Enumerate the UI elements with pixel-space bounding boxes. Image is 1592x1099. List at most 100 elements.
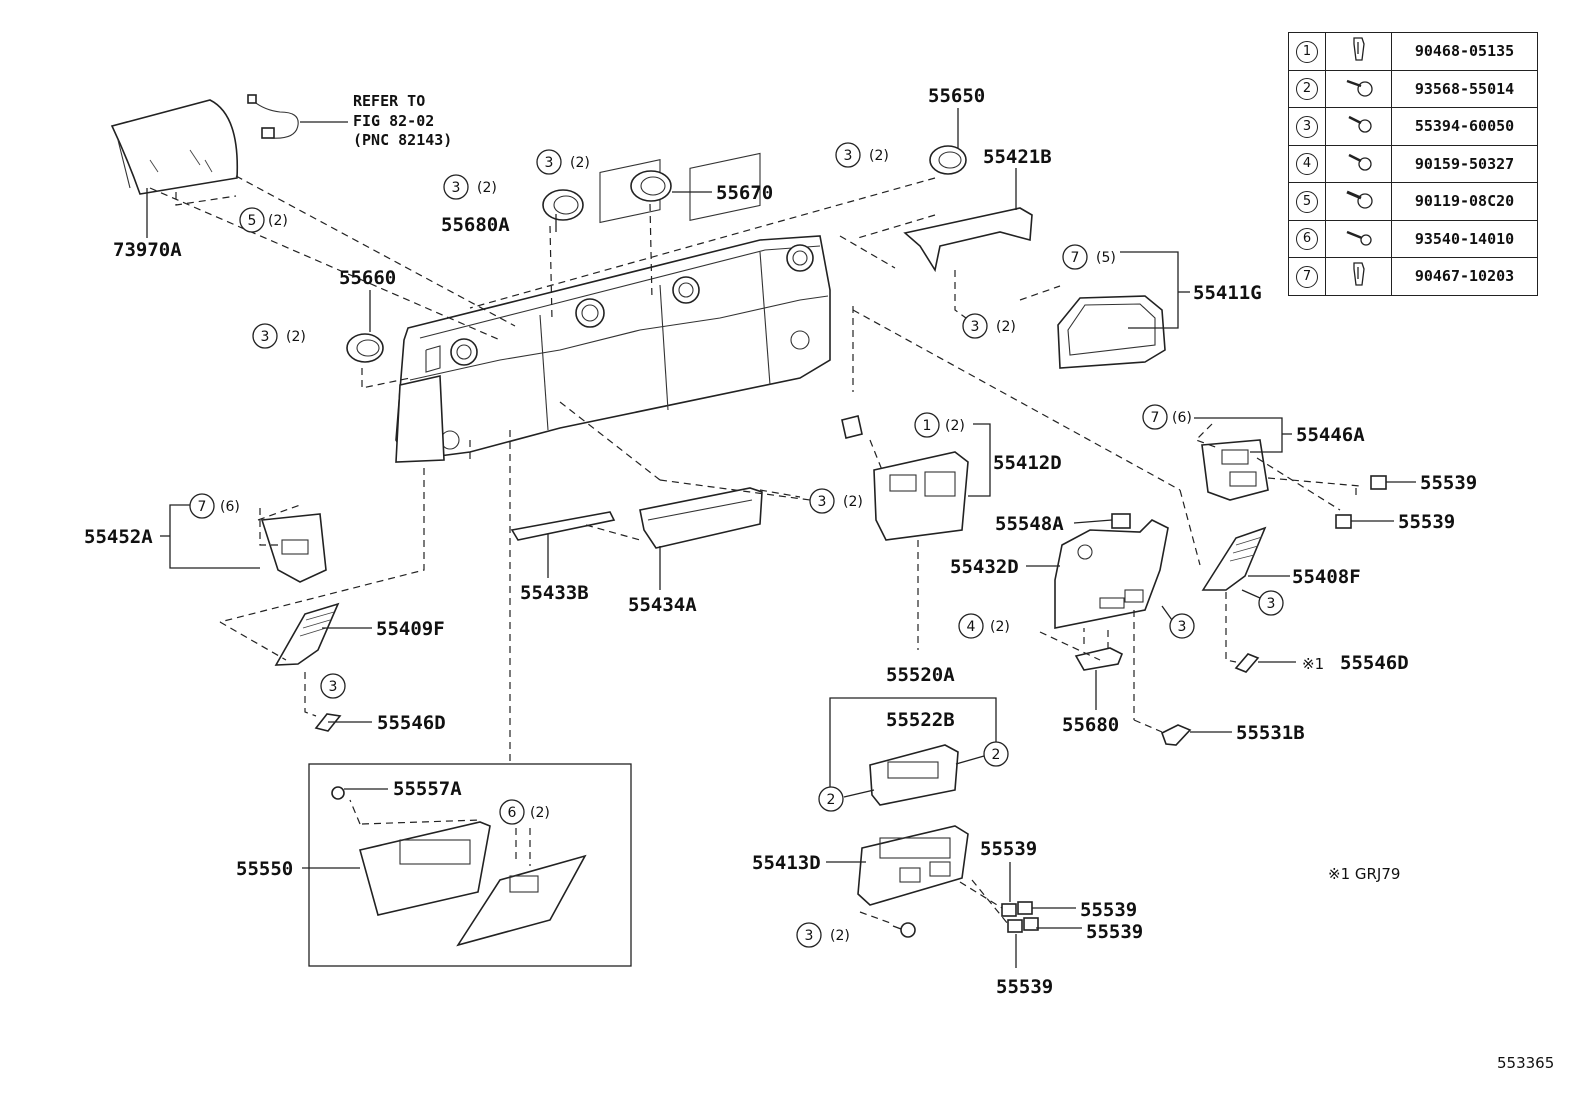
part-55409F-illustration (274, 602, 340, 666)
svg-text:1: 1 (923, 418, 932, 434)
legend-row: 6 93540-14010 (1288, 219, 1538, 258)
instrument-panel-illustration (395, 152, 831, 463)
callout-3-55408F: 3 (1258, 590, 1284, 616)
svg-text:(6): (6) (220, 499, 240, 515)
vent-55680A-illustration (542, 189, 584, 221)
svg-text:3: 3 (1267, 596, 1276, 612)
label-55680: 55680 (1062, 714, 1119, 736)
legend-part-number: 93540-14010 (1391, 219, 1538, 258)
part-55408F-illustration (1201, 526, 1267, 591)
svg-text:(2): (2) (830, 928, 850, 944)
label-55413D: 55413D (752, 852, 821, 874)
svg-text:(2): (2) (570, 155, 590, 171)
label-55650: 55650 (928, 85, 985, 107)
callout-2-right: 2 (983, 741, 1009, 767)
label-55421B: 55421B (983, 146, 1052, 168)
part-55550-illustration (331, 786, 587, 947)
svg-text:(2): (2) (996, 319, 1016, 335)
part-55434A-illustration (639, 487, 763, 549)
svg-text:7: 7 (1071, 250, 1080, 266)
legend-num: 5 (1296, 190, 1318, 213)
screw-illustration (892, 922, 916, 938)
label-55546D-right: 55546D (1340, 652, 1409, 674)
label-55411G: 55411G (1193, 282, 1262, 304)
glove-box-frame (308, 763, 632, 967)
callout-3-55421B: 3 (2) (962, 313, 1016, 339)
part-73970A-illustration (110, 99, 239, 195)
legend-num: 1 (1296, 40, 1318, 63)
svg-text:7: 7 (198, 499, 207, 515)
clip-icon (1352, 262, 1365, 286)
svg-text:3: 3 (545, 155, 554, 171)
legend-part-number: 90119-08C20 (1391, 182, 1538, 221)
label-55433B: 55433B (520, 582, 589, 604)
legend-part-number: 93568-55014 (1391, 69, 1538, 108)
legend-row: 3 55394-60050 (1288, 107, 1538, 146)
switches-55539-group-illustration (1001, 901, 1039, 933)
part-55413D-illustration (857, 825, 969, 906)
refer-note-line1: REFER TO (353, 92, 425, 110)
callout-4-55680: 4 (2) (958, 613, 1010, 639)
legend-part-number: 90468-05135 (1391, 32, 1538, 71)
svg-text:3: 3 (805, 928, 814, 944)
part-55452A-illustration (260, 513, 327, 583)
svg-text:3: 3 (261, 329, 270, 345)
legend-num: 3 (1296, 115, 1318, 138)
legend-row: 7 90467-10203 (1288, 257, 1538, 296)
legend-row: 2 93568-55014 (1288, 69, 1538, 108)
label-55452A: 55452A (84, 526, 153, 548)
part-55412D-illustration (841, 415, 969, 541)
callout-6-55550: 6 (2) (499, 799, 550, 825)
refer-note-line3: (PNC 82143) (353, 131, 452, 149)
label-55409F: 55409F (376, 618, 445, 640)
label-55539-d: 55539 (1080, 899, 1137, 921)
svg-text:3: 3 (844, 148, 853, 164)
svg-text:3: 3 (452, 180, 461, 196)
label-55550: 55550 (236, 858, 293, 880)
callout-7-55446A: 7 (6) (1142, 404, 1192, 430)
label-73970A: 73970A (113, 239, 182, 261)
svg-text:(2): (2) (869, 148, 889, 164)
label-55548A: 55548A (995, 513, 1064, 535)
legend-num: 4 (1296, 153, 1318, 176)
solid-leader-lines (146, 108, 1416, 968)
label-55670: 55670 (716, 182, 773, 204)
label-55660: 55660 (339, 267, 396, 289)
label-55520A: 55520A (886, 664, 955, 686)
legend-row: 1 90468-05135 (1288, 32, 1538, 71)
switch-55539-a-illustration (1370, 475, 1387, 490)
screw-icon (1346, 79, 1373, 97)
svg-text:3: 3 (818, 494, 827, 510)
legend-num: 2 (1296, 78, 1318, 101)
svg-text:(2): (2) (268, 213, 288, 229)
part-55421B-illustration (903, 207, 1033, 273)
cap-55546D-right-illustration (1234, 653, 1260, 673)
label-55432D: 55432D (950, 556, 1019, 578)
svg-text:(2): (2) (990, 619, 1010, 635)
label-55539-f: 55539 (996, 976, 1053, 998)
callout-1-55412D: 1 (2) (914, 412, 965, 438)
legend-num: 6 (1296, 228, 1318, 251)
callout-3-55434A: 3 (2) (809, 488, 863, 514)
callout-3-55650: 3 (2) (835, 142, 889, 168)
vent-55660-illustration (346, 333, 384, 363)
vent-55650-illustration (929, 145, 967, 175)
svg-text:(2): (2) (477, 180, 497, 196)
svg-text:7: 7 (1151, 410, 1160, 426)
label-55539-e: 55539 (1086, 921, 1143, 943)
callout-2-left: 2 (818, 786, 844, 812)
label-55546D-left: 55546D (377, 712, 446, 734)
dashed-leader-lines (149, 175, 1361, 925)
callout-7-55452A: 7 (6) (189, 493, 240, 519)
label-55539-c: 55539 (980, 838, 1037, 860)
diagram-id: 553365 (1497, 1054, 1554, 1072)
svg-text:2: 2 (827, 792, 836, 808)
switch-55539-b-illustration (1335, 514, 1352, 529)
svg-text:2: 2 (992, 747, 1001, 763)
fastener-legend-table: 1 90468-05135 2 93568-55014 3 55394-6005… (1288, 32, 1538, 296)
label-55446A: 55446A (1296, 424, 1365, 446)
part-55522B-illustration (869, 744, 959, 806)
svg-text:4: 4 (967, 619, 976, 635)
part-55433B-illustration (510, 511, 616, 541)
